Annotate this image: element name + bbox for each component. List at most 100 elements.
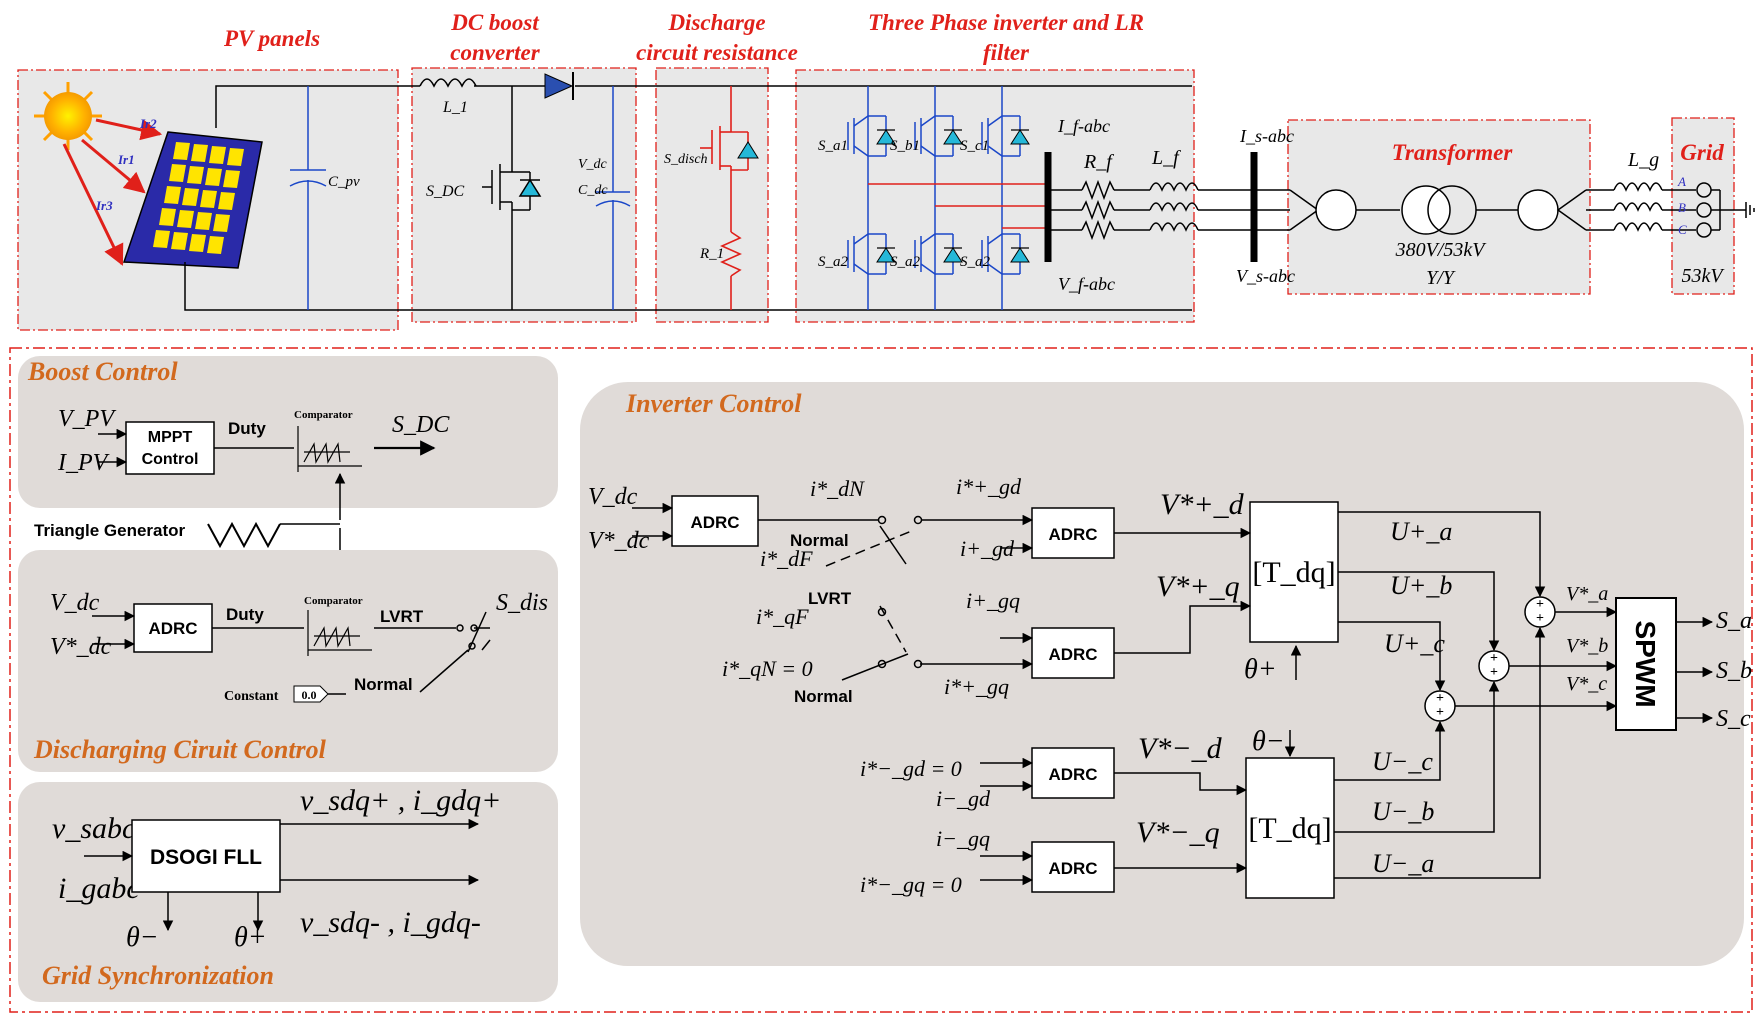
tdq-plus-block [1249, 501, 1339, 643]
svg-text:+: + [1436, 691, 1444, 706]
spwm-label: SPWM [1630, 620, 1661, 707]
phase-a-label: A [1677, 174, 1686, 189]
summing-junctions [1424, 596, 1556, 722]
grid-kv-label: 53kV [1681, 265, 1725, 287]
vd-star-minus-label: V*−_d [1138, 732, 1223, 765]
l1-label: L_1 [442, 99, 468, 116]
discharge-branch [700, 86, 749, 310]
inverter-control-panel [580, 382, 1744, 966]
sdis-label: S_dis [496, 590, 548, 616]
adrc-q-minus-label: ADRC [1048, 859, 1097, 878]
igd-minus-label: i−_gd [936, 786, 991, 811]
vsabc-input-label: v_sabc [52, 812, 135, 845]
igbt-switch-icon [914, 233, 963, 275]
adrc-q-minus-block [1031, 841, 1115, 893]
discharge-title-1: Discharge [667, 10, 765, 35]
cpv-label: C_pv [328, 174, 360, 190]
igbt-switch-icon [914, 115, 963, 157]
sa2a-label: S_a2 [818, 254, 849, 270]
svg-text:+: + [1490, 651, 1498, 666]
dis-adrc-label: ADRC [148, 619, 197, 638]
triangle-generator-label: Triangle Generator [34, 521, 186, 540]
boost-duty-label: Duty [228, 419, 266, 438]
tdq-minus-label: [T_dq] [1248, 812, 1331, 845]
sa2b-label: S_a2 [890, 254, 921, 270]
irradiance-arrow-2 [95, 118, 163, 141]
sdc-label: S_DC [426, 183, 465, 200]
irradiance-arrow-1 [81, 138, 146, 194]
adrc-d-minus-label: ADRC [1048, 765, 1097, 784]
phase-b-label: B [1678, 200, 1686, 215]
pos-seq-output-label: v_sdq+ , i_gdq+ [300, 784, 501, 817]
vd-star-plus-label: V*+_d [1160, 488, 1245, 521]
iqn-label: i*_qN = 0 [722, 656, 813, 681]
inv-theta-plus-label: θ+ [1244, 654, 1277, 685]
boost-vpv-label: V_PV [58, 406, 116, 432]
svg-text:+: + [1436, 705, 1444, 720]
theta-minus-label: θ− [126, 922, 159, 953]
inverter-title-2: filter [983, 40, 1030, 65]
adrc-d-plus-block [1031, 507, 1115, 559]
boost-control-title: Boost Control [27, 357, 178, 386]
cdc-capacitor [595, 86, 631, 310]
discharge-diode-icon [737, 141, 759, 159]
vc-star-label: V*_c [1566, 673, 1607, 695]
dc-boost-title-1: DC boost [450, 10, 539, 35]
sa-label: S_a [1716, 608, 1752, 634]
svg-text:+: + [1536, 611, 1544, 626]
cpv-capacitor [289, 86, 327, 310]
constant-block [293, 685, 329, 703]
pv-panels-title: PV panels [223, 26, 320, 51]
ir1-label: Ir1 [117, 152, 135, 167]
ub-minus-label: U−_b [1372, 797, 1434, 826]
inv-adrc-dc-block [671, 495, 759, 547]
inv-vdc-star-label: V*_dc [588, 528, 650, 554]
inverter-title-1: Three Phase inverter and LR [868, 10, 1144, 35]
dis-normal-label: Normal [354, 675, 413, 694]
discharge-control-title: Discharging Ciruit Control [33, 735, 327, 764]
sdisch-label: S_disch [664, 152, 708, 167]
discharge-section-box [655, 67, 769, 323]
r1-label: R_1 [699, 246, 724, 262]
igq-star-minus-label: i*−_gq = 0 [860, 872, 962, 897]
lf-label: L_f [1151, 147, 1181, 169]
inv-normal-label-1: Normal [790, 531, 849, 550]
inv-theta-minus-label: θ− [1252, 726, 1285, 757]
uc-plus-label: U+_c [1384, 629, 1445, 658]
adrc-q-plus-label: ADRC [1048, 645, 1097, 664]
adrc-d-plus-label: ADRC [1048, 525, 1097, 544]
vb-star-label: V*_b [1566, 635, 1608, 657]
irradiance-arrow-3 [62, 143, 124, 266]
inverter-rails [867, 86, 1003, 310]
igd-star-minus-label: i*−_gd = 0 [860, 756, 962, 781]
inverter-section-box [795, 69, 1195, 323]
idn-label: i*_dN [810, 476, 865, 501]
inverter-bridge [847, 115, 1030, 275]
inv-lvrt-label: LVRT [808, 589, 852, 608]
mppt-label-2: Control [142, 451, 199, 468]
igq-star-plus-label: i*+_gq [944, 674, 1009, 699]
sc1-label: S_c1 [960, 138, 989, 154]
sun-icon [34, 82, 102, 150]
spwm-block [1615, 597, 1677, 731]
theta-plus-label: θ+ [234, 922, 267, 953]
constant-value: 0.0 [302, 688, 317, 702]
mppt-label-1: MPPT [148, 429, 193, 446]
rf-label: R_f [1083, 151, 1114, 173]
pv-wiring [184, 85, 1192, 311]
mppt-block [125, 421, 215, 475]
dis-comparator-label: Comparator [304, 595, 363, 607]
adrc-q-plus-block [1031, 627, 1115, 679]
grid-sync-title: Grid Synchronization [42, 961, 274, 990]
vdc-label: V_dc [578, 157, 608, 172]
grid-section-box [1671, 117, 1735, 295]
dis-duty-label: Duty [226, 605, 264, 624]
vfabc-label: V_f-abc [1058, 274, 1115, 294]
vq-star-plus-label: V*+_q [1156, 570, 1240, 603]
sa2c-label: S_a2 [960, 254, 991, 270]
dsogi-fll-label: DSOGI FLL [150, 846, 262, 869]
idf-label: i*_dF [760, 546, 813, 571]
igbt-switch-icon [847, 233, 896, 275]
svg-text:+: + [1490, 665, 1498, 680]
